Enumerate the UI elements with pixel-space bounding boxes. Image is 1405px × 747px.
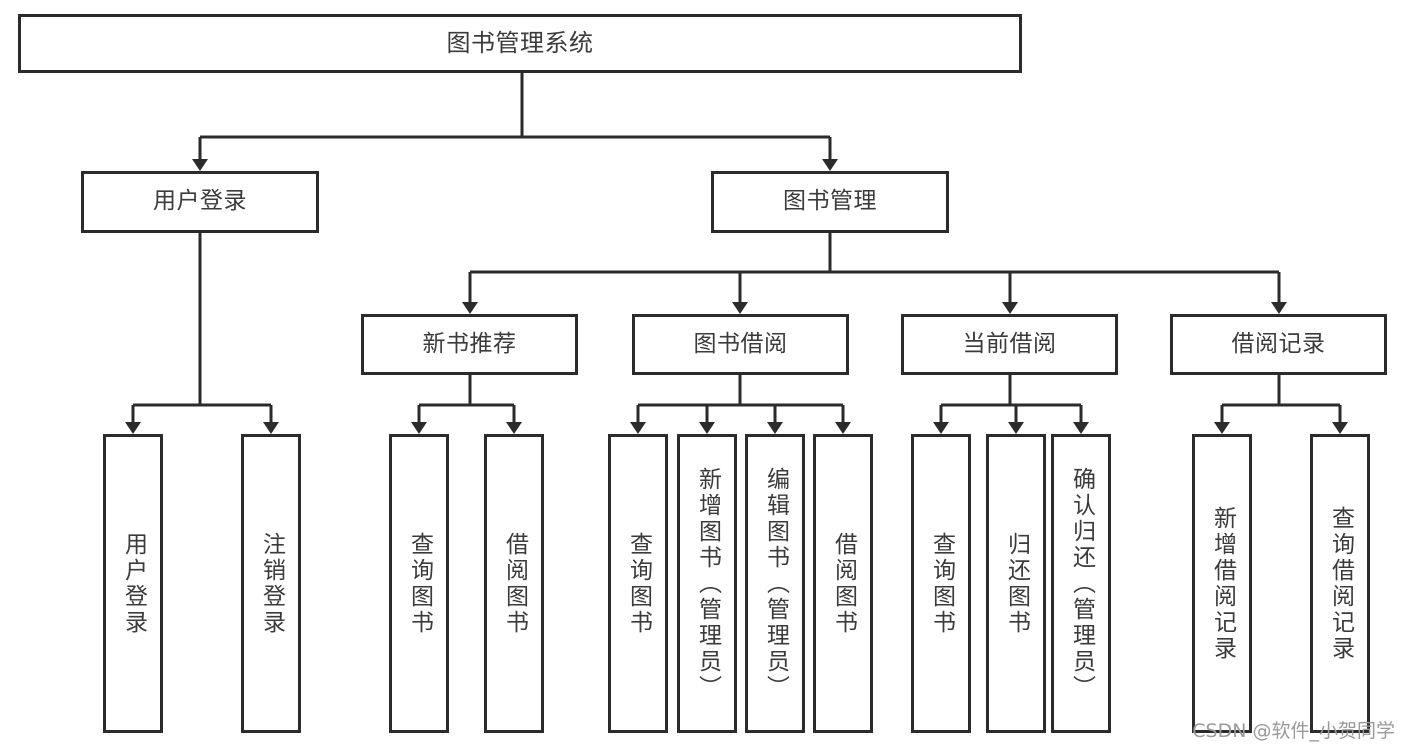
leaf-query-book-2[interactable]: 查询图书: [608, 434, 668, 733]
leaf-add-book[interactable]: 新增图书（管理员）: [677, 434, 737, 733]
node-new-book-recommend-label: 新书推荐: [422, 330, 517, 357]
leaf-borrow-book-1-label: 借阅图书: [501, 531, 528, 636]
leaf-add-book-label: 新增图书（管理员）: [694, 466, 721, 701]
leaf-logout-label: 注销登录: [258, 531, 285, 636]
node-book-manage[interactable]: 图书管理: [711, 171, 949, 233]
node-current-borrow-label: 当前借阅: [962, 330, 1057, 357]
node-book-borrow-label: 图书借阅: [693, 330, 788, 357]
node-current-borrow[interactable]: 当前借阅: [901, 314, 1118, 375]
node-borrow-record[interactable]: 借阅记录: [1170, 314, 1387, 375]
leaf-user-login-label: 用户登录: [120, 531, 147, 636]
node-borrow-record-label: 借阅记录: [1231, 330, 1326, 357]
leaf-return-book[interactable]: 归还图书: [986, 434, 1046, 733]
leaf-query-book-3-label: 查询图书: [928, 531, 955, 636]
leaf-query-book-3[interactable]: 查询图书: [911, 434, 971, 733]
leaf-return-book-label: 归还图书: [1003, 531, 1030, 636]
node-book-manage-label: 图书管理: [783, 188, 877, 215]
leaf-logout[interactable]: 注销登录: [241, 434, 301, 733]
leaf-add-record-label: 新增借阅记录: [1209, 505, 1236, 662]
leaf-borrow-book-2-label: 借阅图书: [830, 531, 857, 636]
leaf-add-record[interactable]: 新增借阅记录: [1192, 434, 1252, 733]
leaf-edit-book-label: 编辑图书（管理员）: [762, 466, 789, 701]
node-new-book-recommend[interactable]: 新书推荐: [361, 314, 578, 375]
node-user-login-label: 用户登录: [153, 188, 247, 215]
node-root-label: 图书管理系统: [446, 29, 594, 58]
node-book-borrow[interactable]: 图书借阅: [632, 314, 849, 375]
leaf-borrow-book-2[interactable]: 借阅图书: [813, 434, 873, 733]
leaf-query-record-label: 查询借阅记录: [1327, 505, 1354, 662]
leaf-confirm-return-label: 确认归还（管理员）: [1068, 466, 1095, 701]
leaf-user-login[interactable]: 用户登录: [103, 434, 163, 733]
leaf-query-book-1[interactable]: 查询图书: [389, 434, 449, 733]
leaf-borrow-book-1[interactable]: 借阅图书: [484, 434, 544, 733]
connector-lines: [125, 73, 1348, 434]
leaf-edit-book[interactable]: 编辑图书（管理员）: [745, 434, 805, 733]
leaf-confirm-return[interactable]: 确认归还（管理员）: [1051, 434, 1111, 733]
node-user-login[interactable]: 用户登录: [81, 171, 319, 233]
leaf-query-book-1-label: 查询图书: [406, 531, 433, 636]
node-root[interactable]: 图书管理系统: [18, 14, 1022, 73]
leaf-query-record[interactable]: 查询借阅记录: [1310, 434, 1370, 733]
leaf-query-book-2-label: 查询图书: [625, 531, 652, 636]
